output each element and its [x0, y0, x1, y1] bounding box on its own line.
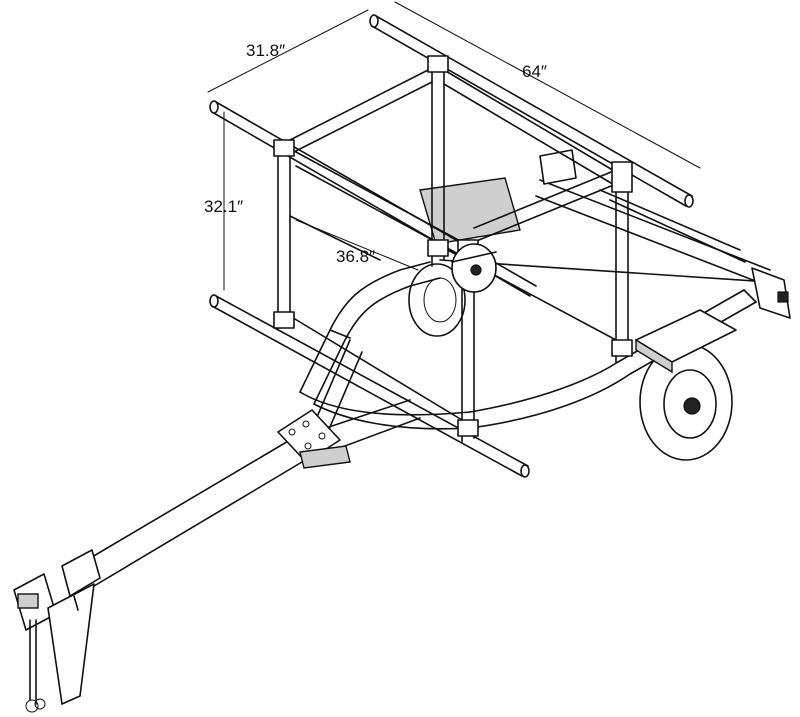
wheel-right	[635, 309, 737, 461]
rack-crossbars	[209, 14, 694, 478]
height-dimension-label: 32.1″	[204, 197, 243, 216]
tail-light-bracket	[539, 149, 791, 319]
width-dimension-label: 31.8″	[246, 41, 285, 60]
center-hub	[451, 243, 497, 293]
post-brackets	[273, 55, 633, 437]
rack-upper-frame	[289, 67, 617, 421]
hitch-coupler	[13, 549, 101, 713]
depth-dimension-label: 36.8″	[336, 247, 375, 266]
length-dimension-label: 64″	[522, 62, 547, 81]
trailer-tongue	[69, 339, 421, 593]
